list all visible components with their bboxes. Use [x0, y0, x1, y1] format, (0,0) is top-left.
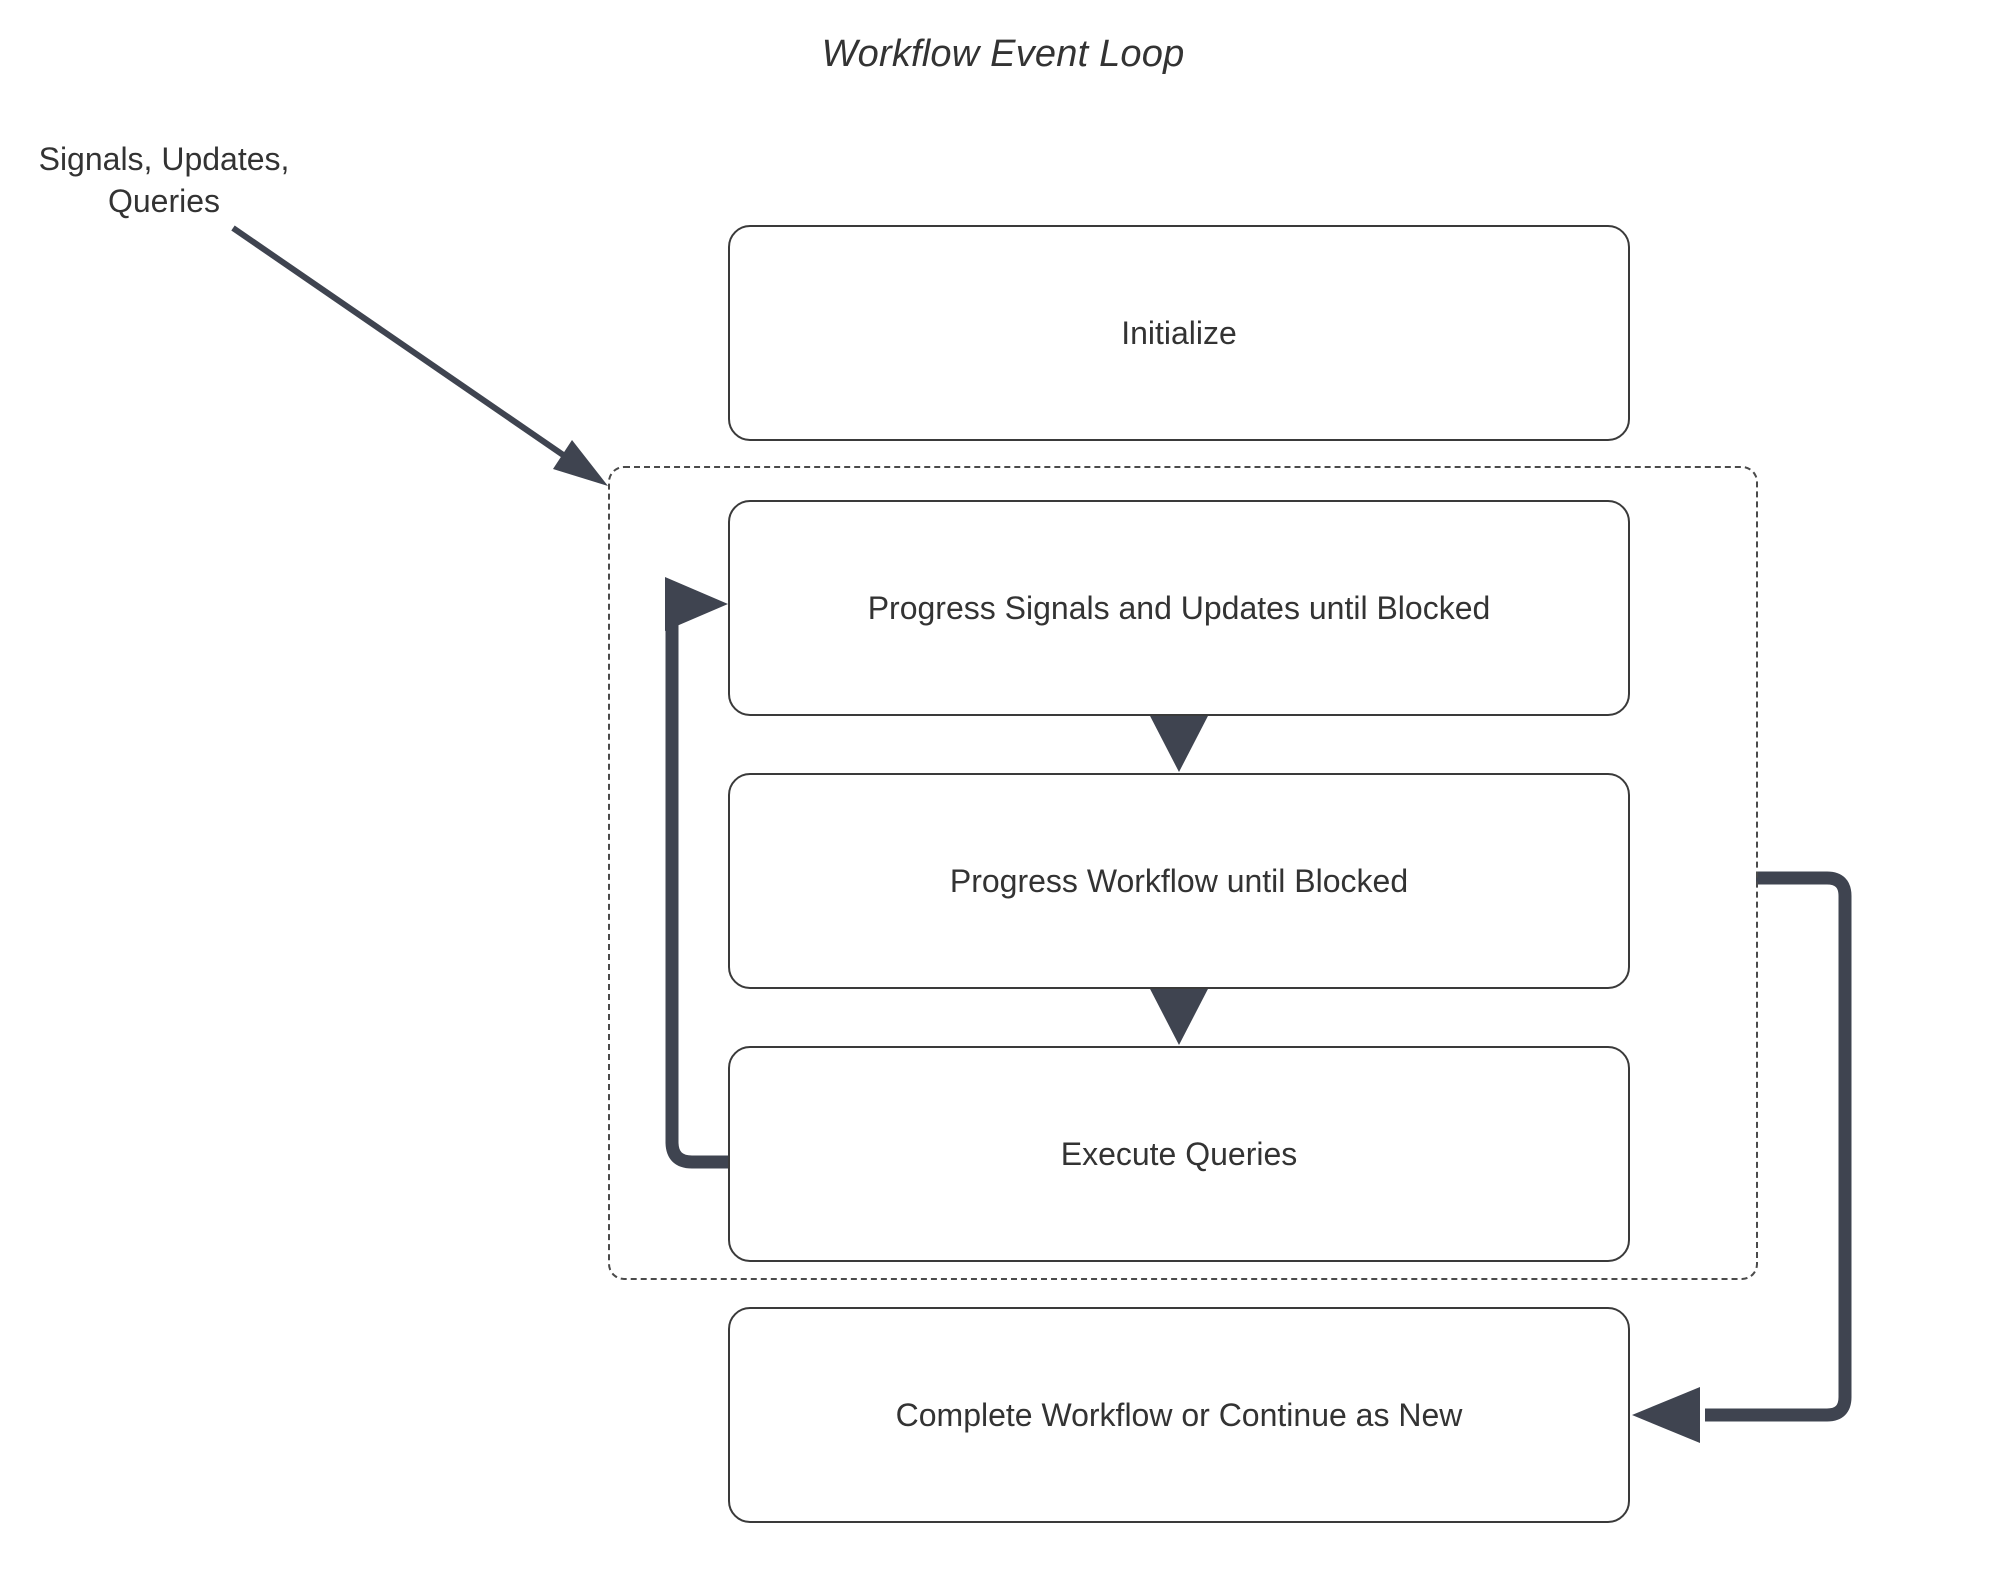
external-input-label-line2: Queries [107, 183, 221, 219]
node-execute-queries-label: Execute Queries [1060, 1135, 1298, 1172]
node-progress-signals-label: Progress Signals and Updates until Block… [867, 589, 1491, 626]
page-title: Workflow Event Loop [821, 33, 1185, 75]
node-execute-queries[interactable]: Execute Queries [728, 1046, 1630, 1262]
external-input-label-line1: Signals, Updates, [38, 141, 290, 177]
node-initialize[interactable]: Initialize [728, 225, 1630, 441]
node-progress-workflow[interactable]: Progress Workflow until Blocked [728, 773, 1630, 989]
event-loop-group [608, 466, 1758, 1280]
node-progress-workflow-label: Progress Workflow until Blocked [949, 862, 1409, 899]
node-complete-workflow-label: Complete Workflow or Continue as New [895, 1396, 1463, 1433]
node-complete-workflow[interactable]: Complete Workflow or Continue as New [728, 1307, 1630, 1523]
edge-external-to-loop [231, 225, 608, 486]
node-initialize-label: Initialize [1121, 314, 1237, 351]
node-progress-signals[interactable]: Progress Signals and Updates until Block… [728, 500, 1630, 716]
external-input-label: Signals, Updates, Queries [24, 138, 304, 222]
